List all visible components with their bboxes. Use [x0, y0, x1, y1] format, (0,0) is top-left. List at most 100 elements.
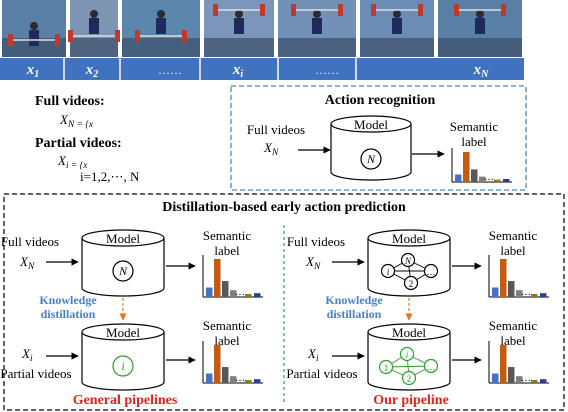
student-graph-node — [423, 358, 439, 374]
student-model: Model — [367, 323, 451, 391]
plate — [115, 30, 120, 42]
histogram-bar — [222, 281, 229, 297]
frame-label: x1 — [26, 62, 40, 80]
semantic-label: Semantic — [203, 228, 252, 243]
frame-label: x2 — [85, 62, 99, 80]
plate — [371, 4, 376, 16]
lifter-body — [156, 18, 166, 34]
histogram-bar — [222, 367, 229, 383]
histogram-bar — [500, 259, 507, 297]
plate — [418, 4, 423, 16]
semantic-label: Semantic — [489, 228, 538, 243]
partial-videos-title: Partial videos: — [35, 136, 122, 151]
full-videos-label: Full videos — [1, 234, 59, 249]
plate — [8, 34, 13, 46]
histogram-bar — [455, 174, 462, 182]
partial-videos-formula: Xi = {x — [57, 153, 88, 171]
teacher-graph-node — [423, 263, 439, 279]
lifter-body — [234, 18, 244, 34]
frame-label: xN — [473, 62, 490, 80]
histogram-bar — [500, 345, 507, 383]
histogram-bar — [245, 379, 252, 383]
histogram-bar — [254, 293, 261, 297]
action-recognition-title: Action recognition — [325, 93, 436, 108]
frame-floor — [70, 38, 118, 57]
histogram-bar — [463, 152, 470, 182]
frame-label: xi — [232, 62, 244, 80]
index-range: i=1,2,⋯, N — [80, 169, 140, 184]
histogram-bar — [245, 293, 252, 297]
lifter-body — [475, 18, 485, 34]
frame-floor — [278, 38, 356, 57]
lifter-head — [157, 10, 165, 18]
histogram-bar — [508, 367, 515, 383]
histogram-bar — [516, 376, 523, 383]
histogram-bar — [494, 179, 501, 182]
frame-floor — [204, 38, 274, 57]
lifter-head — [235, 10, 243, 18]
plate — [182, 30, 187, 42]
plate — [338, 4, 343, 16]
lifter-head — [30, 22, 38, 30]
knowledge-distillation-label: Knowledge — [39, 293, 97, 307]
plate — [260, 4, 265, 16]
model-label: Model — [354, 117, 388, 132]
semantic-label: label — [500, 243, 526, 258]
histogram-ellipsis: … — [521, 373, 531, 384]
histogram-bar — [254, 379, 261, 383]
ar-input-symbol: XN — [263, 140, 279, 158]
teacher-node — [112, 260, 134, 282]
node-label: N — [404, 256, 412, 266]
frame-floor — [438, 38, 522, 57]
node-label: 2 — [409, 279, 414, 289]
histogram-bar — [508, 281, 515, 297]
lifter-body — [312, 18, 322, 34]
histogram-bar — [230, 376, 237, 383]
node-label: i — [406, 350, 409, 360]
ar-output-label: Semantic — [450, 119, 499, 134]
knowledge-distillation-label: distillation — [327, 307, 382, 321]
full-videos-label: Full videos — [287, 234, 345, 249]
student-histogram: … — [488, 341, 549, 384]
ar-node — [360, 148, 382, 170]
knowledge-distillation-label: Knowledge — [325, 293, 383, 307]
model-label: Model — [106, 325, 140, 340]
teacher-graph-node — [380, 263, 396, 279]
lifter-body — [29, 30, 39, 46]
histogram-bar — [206, 373, 213, 383]
teacher-graph-node — [403, 275, 419, 291]
node-label: … — [427, 362, 436, 372]
lifter-head — [90, 10, 98, 18]
lifter-head — [313, 10, 321, 18]
histogram-bar — [492, 287, 499, 297]
ar-output-label: label — [461, 134, 487, 149]
frame-floor — [360, 38, 434, 57]
full-videos-formula: XN = {x — [59, 112, 94, 130]
semantic-label: label — [214, 333, 240, 348]
histogram-bar — [531, 293, 538, 297]
student-histogram: … — [202, 341, 263, 384]
distillation-title: Distillation-based early action predicti… — [162, 200, 406, 215]
partial-videos-label: Partial videos — [0, 366, 71, 381]
action-recognition-box — [230, 85, 527, 191]
histogram-bar — [540, 293, 547, 297]
plate — [68, 30, 73, 42]
frame-floor — [2, 38, 66, 57]
model-label: Model — [106, 231, 140, 246]
plate — [213, 4, 218, 16]
plate — [135, 30, 140, 42]
knowledge-distillation-label: distillation — [41, 307, 96, 321]
histogram-bar — [214, 345, 221, 383]
distillation-box — [3, 193, 565, 411]
full-videos-title: Full videos: — [35, 94, 105, 109]
lifter-body — [392, 18, 402, 34]
node-label: 1 — [384, 363, 389, 373]
graph-edge — [385, 365, 432, 368]
ar-histogram: … — [451, 148, 512, 183]
ar-input-label: Full videos — [247, 122, 305, 137]
lifter-head — [393, 10, 401, 18]
ar-model: Model — [330, 115, 412, 181]
plate — [501, 4, 506, 16]
node-label: … — [427, 267, 436, 277]
histogram-bar — [516, 290, 523, 297]
